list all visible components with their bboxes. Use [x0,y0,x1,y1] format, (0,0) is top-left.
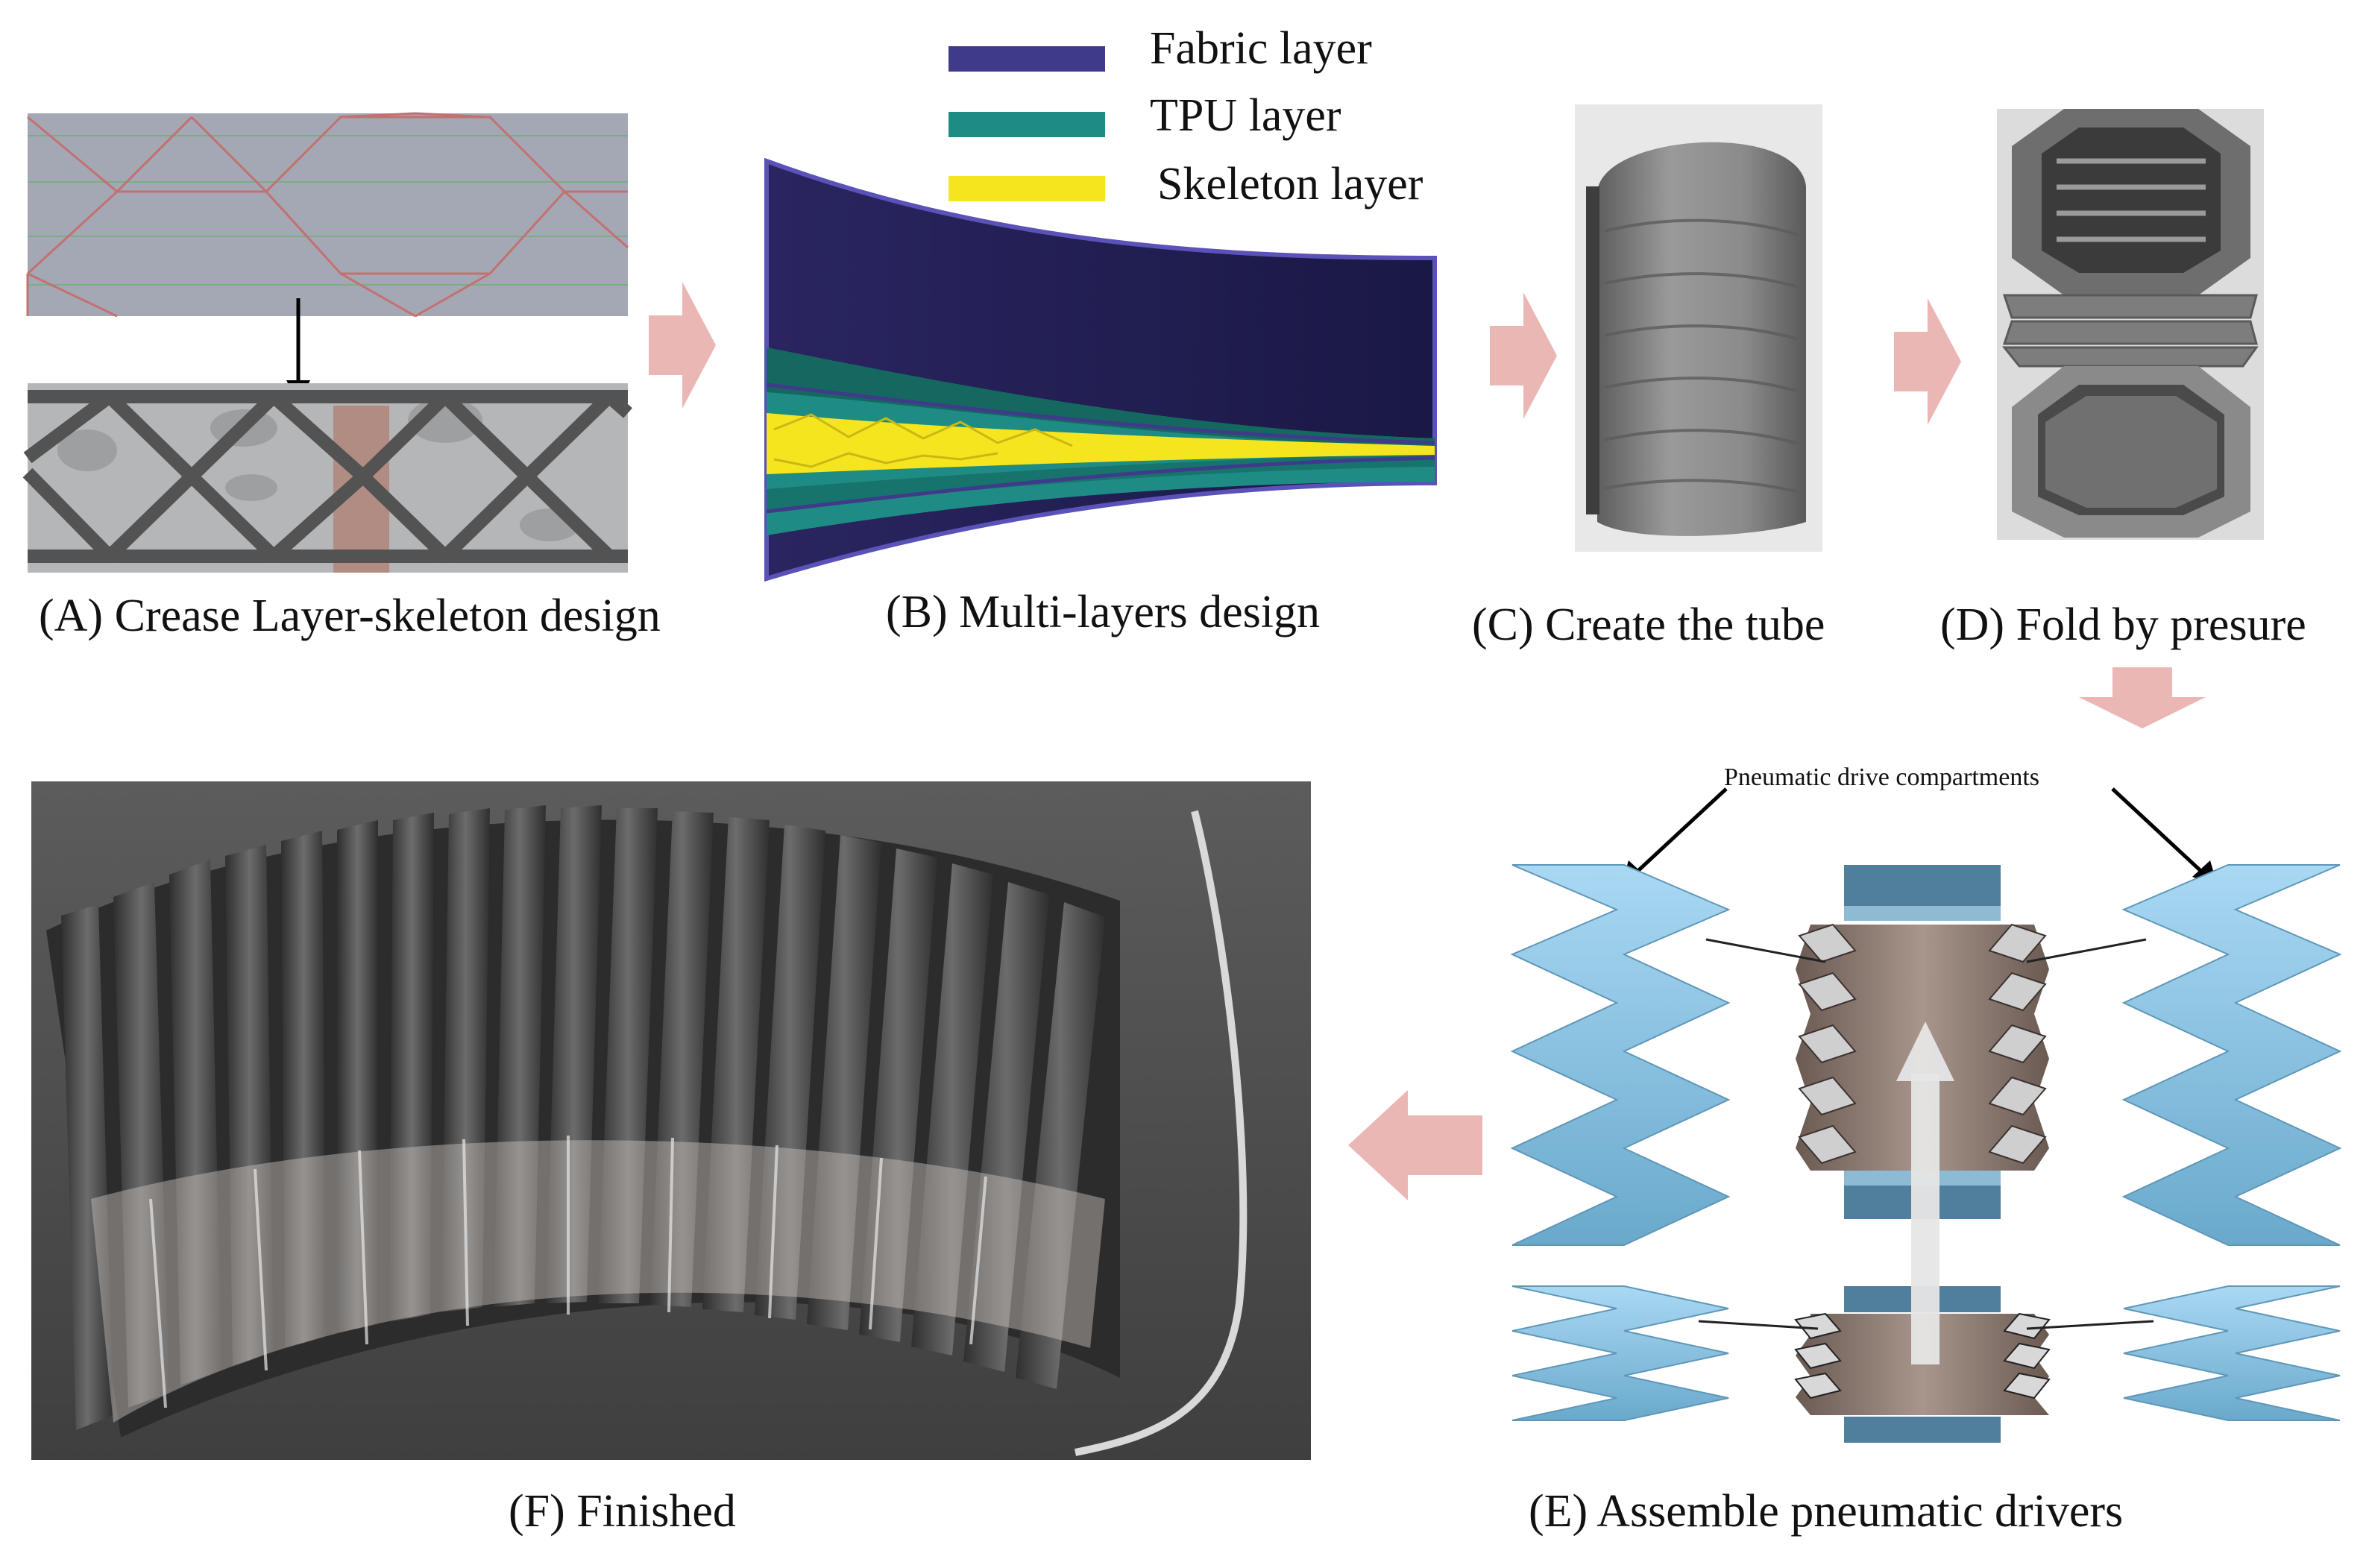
flow-arrow-right [1894,298,1961,425]
pneumatic-callout-label: Pneumatic drive compartments [1724,763,2039,791]
folded-tube-photo [1997,109,2264,540]
panel-b-caption: (B) Multi-layers design [886,587,1321,637]
flow-arrow-down [2079,667,2206,728]
legend-label-fabric: Fabric layer [1150,23,1372,74]
panel-f-caption: (F) Finished [509,1486,736,1537]
legend-swatch-fabric [948,46,1105,72]
fabric-tube-photo [1575,104,1822,552]
flow-arrow-right [1490,292,1557,419]
legend-label-tpu: TPU layer [1150,90,1341,141]
flow-arrow-right [649,282,716,409]
crease-pattern-image [26,112,629,318]
legend-swatch-tpu [948,112,1105,137]
panel-e-caption: (E) Assemble pneumatic drivers [1529,1486,2124,1537]
skeleton-photo [22,383,632,573]
panel-d-caption: (D) Fold by presure [1940,599,2306,650]
flow-arrow-left [1348,1090,1482,1200]
panel-c-caption: (C) Create the tube [1472,599,1825,650]
panel-a-caption: (A) Crease Layer-skeleton design [39,591,661,641]
pneumatic-assembly-diagram [1510,864,2342,1443]
finished-actuator-photo [31,781,1311,1460]
legend-label-skeleton: Skeleton layer [1157,159,1423,210]
multi-layer-diagram [764,157,1437,582]
legend-swatch-skeleton [948,176,1105,201]
